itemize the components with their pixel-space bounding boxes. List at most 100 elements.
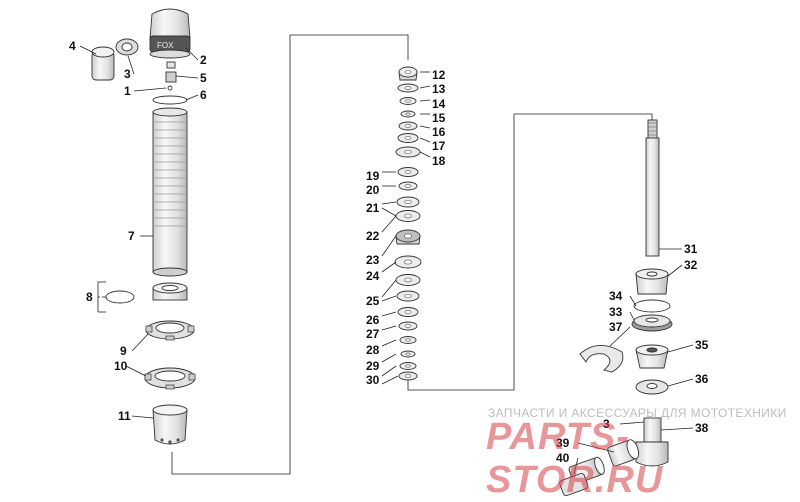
leader-line (185, 94, 199, 101)
shim-washer (397, 83, 419, 93)
part-label: 8 (86, 290, 93, 304)
leader-line (175, 75, 199, 79)
shim-washer (396, 290, 420, 302)
leader-line (381, 339, 397, 347)
shim-washer (397, 167, 419, 177)
part-label: 34 (609, 289, 623, 303)
leader-line (667, 378, 694, 387)
watermark-caption: ЗАПЧАСТИ И АКСЕССУАРЫ ДЛЯ МОТОТЕХНИКИ (488, 406, 787, 420)
part-label: 39 (556, 436, 570, 450)
part-label: 40 (556, 451, 570, 465)
part-label: 27 (366, 327, 380, 341)
part-label: 21 (366, 201, 380, 215)
part-label: 36 (695, 372, 709, 386)
part-label: 5 (200, 71, 207, 85)
shaft-assembly (559, 119, 673, 497)
shock-body-assembly: FOX (91, 8, 196, 445)
leader-line (79, 45, 97, 55)
leader-line (131, 415, 154, 419)
shim-washer (400, 350, 416, 358)
leader-line (419, 151, 431, 158)
part-label: 6 (200, 88, 207, 102)
part-labels: 4 2 3 5 1 6 7 8 9 10 11 12 13 14 15 16 1… (69, 39, 709, 465)
leader-line (419, 85, 431, 89)
part-label: 16 (432, 125, 446, 139)
part-label: 4 (69, 39, 76, 53)
part-label: 2 (200, 53, 207, 67)
shim-washer (399, 97, 417, 105)
part-label: 14 (432, 97, 446, 111)
part-label: 32 (684, 258, 698, 272)
part-label: 35 (695, 338, 709, 352)
part-label: 18 (432, 154, 446, 168)
part-label: 15 (432, 111, 446, 125)
shim-washer (398, 321, 418, 331)
shim-washer (395, 210, 421, 222)
part-label: 20 (366, 183, 380, 197)
leader-line (381, 279, 397, 298)
part-label: 30 (366, 373, 380, 387)
leader-line (619, 421, 645, 425)
shim-washer (398, 371, 418, 381)
part-label: 26 (366, 313, 380, 327)
part-label: 19 (366, 169, 380, 183)
leader-line (381, 375, 399, 385)
label-leader-lines (79, 45, 694, 475)
shim-washer (397, 307, 419, 317)
leader-line (381, 311, 397, 317)
leader-line (185, 47, 199, 61)
part-label: 1 (124, 84, 131, 98)
part-label: 23 (366, 253, 380, 267)
shim-washer (399, 336, 417, 344)
part-label: 7 (128, 229, 135, 243)
shim-washer (394, 255, 422, 269)
leader-line (609, 326, 631, 347)
shim-washer (399, 362, 417, 370)
part-label: 22 (366, 229, 380, 243)
leader-line (381, 235, 397, 257)
piston (395, 229, 421, 245)
shim-washer (398, 181, 418, 191)
leader-line (419, 125, 431, 129)
part-label: 38 (695, 421, 709, 435)
leader-line (127, 55, 135, 75)
assembly-connector-lines (171, 34, 653, 475)
part-label: 3 (124, 67, 131, 81)
leader-line (133, 87, 167, 92)
leader-line (381, 365, 397, 377)
part-label: 24 (366, 269, 380, 283)
leader-line (125, 365, 147, 377)
piston-shim-stack (394, 66, 422, 381)
leader-line (131, 333, 149, 352)
part-label: 9 (120, 344, 127, 358)
leader-line (419, 137, 431, 143)
leader-line (660, 427, 694, 431)
shim-washer (395, 146, 421, 158)
leader-line (381, 295, 397, 302)
part-label: 37 (609, 320, 623, 334)
leader-line (381, 261, 397, 273)
part-label: 25 (366, 294, 380, 308)
part-label: 31 (684, 242, 698, 256)
leader-line (419, 99, 431, 102)
leader-line (381, 201, 397, 205)
leader-line (629, 311, 635, 321)
leader-line (667, 264, 683, 277)
shim-washer (398, 121, 418, 131)
leader-line (381, 207, 397, 217)
leader-line (381, 215, 397, 233)
part-label: 10 (114, 359, 128, 373)
shim-washer (397, 133, 419, 143)
shim-washer (400, 110, 416, 118)
part-label: 12 (432, 68, 446, 82)
part-label: 28 (366, 343, 380, 357)
part-label: 33 (609, 305, 623, 319)
piston-nut (398, 66, 418, 81)
watermark-logo: PARTS-STOR.RU (486, 416, 664, 501)
part-label: 13 (432, 82, 446, 96)
leader-line (629, 295, 637, 307)
part-label: 11 (118, 409, 131, 423)
part-label: 3 (603, 417, 610, 431)
shim-washer (396, 196, 420, 208)
